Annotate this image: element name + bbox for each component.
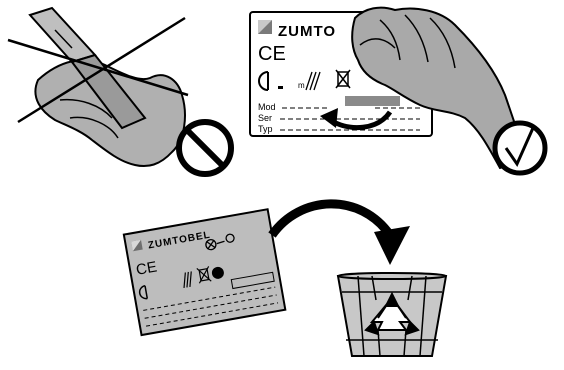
ce-mark: CE [258, 43, 286, 65]
cutter-scene [8, 8, 231, 174]
crossed-bin-icon [336, 70, 350, 88]
field-label-mod: Mod [258, 102, 276, 112]
removed-label: ZUMTOBEL CE [124, 209, 285, 335]
throw-away-arrow-icon [272, 204, 390, 235]
no-symbol-icon [179, 122, 231, 174]
field-label-typ: Typ [258, 124, 273, 134]
check-mark-icon [495, 123, 545, 173]
mount-symbol-text: m [298, 81, 305, 90]
brand-name: ZUMTO [278, 23, 336, 40]
ce-mark-small: CE [135, 259, 158, 279]
dispose-label-scene: ZUMTOBEL CE [124, 204, 446, 356]
waste-bin-icon [338, 273, 446, 356]
field-label-ser: Ser [258, 113, 272, 123]
peel-label-scene: ZUMTO CE m Mod Ser Typ [250, 8, 545, 173]
